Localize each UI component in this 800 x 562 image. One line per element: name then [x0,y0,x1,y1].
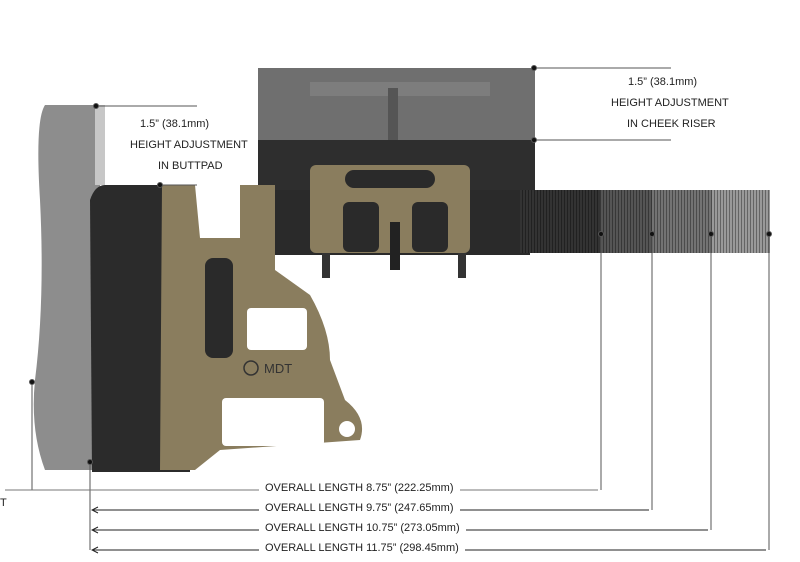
buttpad-label-line2: IN BUTTPAD [158,160,223,172]
length-label-8-75: OVERALL LENGTH 8.75” (222.25mm) [259,482,460,494]
buttpad-label-line1: HEIGHT ADJUSTMENT [130,139,248,151]
length-label-9-75: OVERALL LENGTH 9.75” (247.65mm) [259,502,460,514]
mdt-logo: MDT [264,361,292,376]
length-label-10-75: OVERALL LENGTH 10.75” (273.05mm) [259,522,466,534]
cheek-label-line2: IN CHEEK RISER [627,118,716,130]
buttpad-plate [95,105,105,185]
cheek-label-line1: HEIGHT ADJUSTMENT [611,97,729,109]
buttpad-raised-ghost [33,105,100,470]
cheek-adjust-knob [345,170,435,188]
length-label-11-75: OVERALL LENGTH 11.75” (298.45mm) [259,542,465,554]
buttpad-measure: 1.5” (38.1mm) [140,118,210,130]
mdt-logo-icon [243,360,259,376]
cheek-measure: 1.5” (38.1mm) [628,76,698,88]
cut-off-text: T [0,497,7,509]
